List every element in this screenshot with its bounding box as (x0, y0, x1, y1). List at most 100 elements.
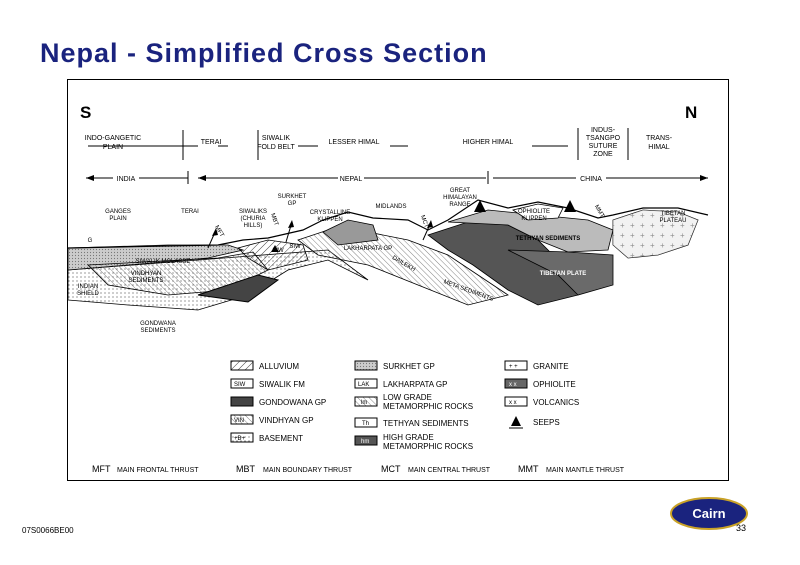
label-siwaliks-3: HILLS) (244, 223, 263, 229)
label-ganges-2: PLAIN (109, 216, 126, 222)
label-crystalline-2: KLIPPEN (317, 217, 342, 223)
thrust-mct-abbr: MCT (381, 464, 401, 474)
label-g: G (88, 238, 93, 244)
logo-text: Cairn (692, 506, 725, 521)
thrust-mbt-label: MAIN BOUNDARY THRUST (263, 467, 353, 474)
legend-vindhyan-sym: VIN (234, 418, 244, 424)
country-china: CHINA (580, 176, 602, 183)
slide-title: Nepal - Simplified Cross Section (40, 38, 488, 68)
legend: ALLUVIUM SIW SIWALIK FM GONDOWANA GP VIN… (230, 360, 579, 451)
label-gondwana-1: GONDWANA (140, 321, 176, 327)
label-siwaliks-2: (CHURIA (241, 216, 266, 222)
legend-highgrade-1: HIGH GRADE (383, 433, 434, 442)
label-ganges-1: GANGES (105, 209, 131, 215)
zone-lesser-himal: LESSER HIMAL (329, 139, 380, 146)
legend-ophiolite-sym: x x (509, 382, 517, 388)
zone-trans-1: TRANS- (646, 135, 673, 142)
legend-col-1: ALLUVIUM SIW SIWALIK FM GONDOWANA GP VIN… (230, 360, 326, 443)
label-gondwana-2: SEDIMENTS (140, 328, 175, 334)
zone-indo-gangetic-2: PLAIN (103, 144, 123, 151)
feature-labels: GANGES PLAIN TERAI SIWALIKS (CHURIA HILL… (77, 188, 686, 334)
thrust-mbt-abbr: MBT (236, 464, 256, 474)
legend-siwalik-sym: SIW (234, 382, 246, 388)
legend-col-2: SURKHET GP LAK LAKHARPATA GP lm LOW GRAD… (354, 360, 473, 451)
country-nepal: NEPAL (340, 176, 363, 183)
zone-indus-3: SUTURE (589, 143, 618, 150)
zone-header: INDO-GANGETIC PLAIN TERAI SIWALIK FOLD B… (85, 127, 673, 160)
legend-highgrade-2: METAMORPHIC ROCKS (383, 442, 473, 451)
legend-lowgrade-2: METAMORPHIC ROCKS (383, 402, 473, 411)
label-lakharpata: LAKHARPATA GP (344, 246, 392, 252)
legend-lakharpata: LAKHARPATA GP (383, 380, 447, 389)
label-surkhet-1: SURKHET (278, 194, 307, 200)
legend-lowgrade-sym: lm (361, 400, 367, 406)
legend-granite: GRANITE (533, 362, 569, 371)
label-tibetan-plateau-1: TIBETAN (661, 211, 686, 217)
label-ophiolite-2: KLIPPEN (521, 216, 546, 222)
legend-col-3: + + GRANITE x x OPHIOLITE x x VOLCANICS … (504, 360, 579, 429)
footer-code: 07S0066BE00 (22, 526, 74, 535)
legend-highgrade-sym: hm (361, 439, 369, 445)
label-siwaliks-1: SIWALIKS (239, 209, 267, 215)
legend-gondowana: GONDOWANA GP (259, 398, 326, 407)
label-mct: MCT (419, 215, 429, 230)
zone-higher-himal: HIGHER HIMAL (463, 139, 514, 146)
label-crystalline-1: CRYSTALLINE (310, 210, 350, 216)
label-terai: TERAI (181, 209, 199, 215)
legend-ophiolite: OPHIOLITE (533, 380, 576, 389)
legend-volcanics: VOLCANICS (533, 398, 579, 407)
label-mft: MFT (213, 225, 225, 239)
legend-basement: BASEMENT (259, 434, 303, 443)
label-great-2: HIMALAYAN (443, 195, 477, 201)
legend-vindhyan: VINDHYAN GP (259, 416, 314, 425)
page-number: 33 (736, 523, 747, 533)
label-tibetan-plate: TIBETAN PLATE (540, 271, 586, 277)
label-siw-1: SIW (272, 248, 284, 254)
thrust-mft-abbr: MFT (92, 464, 111, 474)
seeps-icon (511, 416, 521, 426)
zone-terai: TERAI (201, 139, 222, 146)
south-marker: S (80, 103, 91, 122)
legend-basement-sym: +B+ (234, 436, 246, 442)
cairn-logo: Cairn (670, 497, 748, 530)
zone-indo-gangetic-1: INDO-GANGETIC (85, 135, 141, 142)
label-midlands: MIDLANDS (375, 204, 406, 210)
label-siwalik-molasse: SIWALIK MOLASSE (136, 259, 191, 265)
zone-trans-2: HIMAL (648, 144, 670, 151)
zone-siwalik-2: FOLD BELT (257, 144, 295, 151)
legend-lowgrade-1: LOW GRADE (383, 393, 432, 402)
label-surkhet-2: GP (288, 201, 297, 207)
zone-indus-2: TSANGPO (586, 135, 621, 142)
cross-section-figure: + S N INDO-GANGETIC PLAIN TERAI SIWALIK … (67, 79, 729, 481)
label-great-3: RANGE (449, 202, 470, 208)
label-indian-shield-2: SHIELD (77, 291, 99, 297)
zone-indus-1: INDUS- (591, 127, 616, 134)
legend-lakharpata-sym: LAK (358, 382, 369, 388)
thrust-key: MFT MAIN FRONTAL THRUST MBT MAIN BOUNDAR… (92, 464, 625, 474)
zone-siwalik-1: SIWALIK (262, 135, 290, 142)
north-marker: N (685, 103, 697, 122)
cross-section-svg: + S N INDO-GANGETIC PLAIN TERAI SIWALIK … (68, 103, 709, 474)
thrust-mmt-abbr: MMT (518, 464, 539, 474)
label-vindhyan-1: VINDHYAN (131, 271, 162, 277)
legend-surkhet: SURKHET GP (383, 362, 435, 371)
country-row: INDIA NEPAL CHINA (86, 171, 708, 184)
thrust-mct-label: MAIN CENTRAL THRUST (408, 467, 491, 474)
country-india: INDIA (117, 176, 136, 183)
label-great-1: GREAT (450, 188, 471, 194)
cross-section-body (68, 199, 709, 311)
label-ophiolite-1: OPHIOLITE (518, 209, 550, 215)
legend-granite-sym: + + (509, 364, 518, 370)
legend-volcanics-sym: x x (509, 400, 517, 406)
thrust-mft-label: MAIN FRONTAL THRUST (117, 467, 199, 474)
label-mbt: MBT (269, 213, 279, 227)
label-vindhyan-2: SEDIMENTS (128, 278, 163, 284)
zone-indus-4: ZONE (593, 151, 613, 158)
label-siw-2: SIW (289, 244, 301, 250)
legend-siwalik: SIWALIK FM (259, 380, 305, 389)
legend-tethyan-sym: Th (362, 421, 369, 427)
thrust-mmt-label: MAIN MANTLE THRUST (546, 467, 625, 474)
label-tibetan-plateau-2: PLATEAU (660, 218, 687, 224)
legend-alluvium: ALLUVIUM (259, 362, 299, 371)
label-tethyan: TETHYAN SEDIMENTS (516, 236, 580, 242)
